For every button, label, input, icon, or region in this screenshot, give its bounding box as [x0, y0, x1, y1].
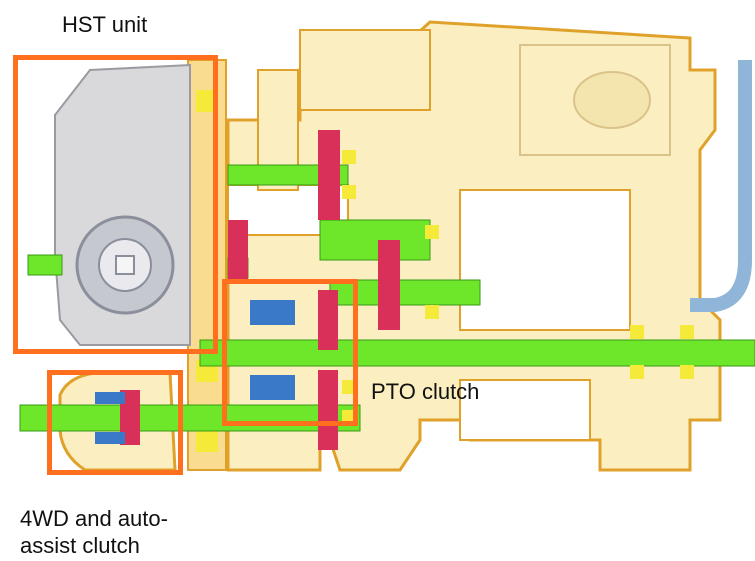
gears — [120, 130, 400, 450]
shafts — [19, 164, 755, 432]
pto-clutch-label: PTO clutch — [371, 379, 480, 404]
hydraulic-pipe — [690, 60, 752, 312]
bearings — [342, 150, 694, 424]
4wd-clutch-label-line1: 4WD and auto- — [20, 506, 168, 531]
4wd-clutch-label: 4WD and auto- assist clutch — [20, 505, 168, 559]
hst-unit-body — [27, 63, 191, 346]
4wd-clutch-label-line2: assist clutch — [20, 533, 140, 558]
hst-unit-label: HST unit — [62, 12, 148, 37]
clutch-details — [95, 300, 295, 444]
